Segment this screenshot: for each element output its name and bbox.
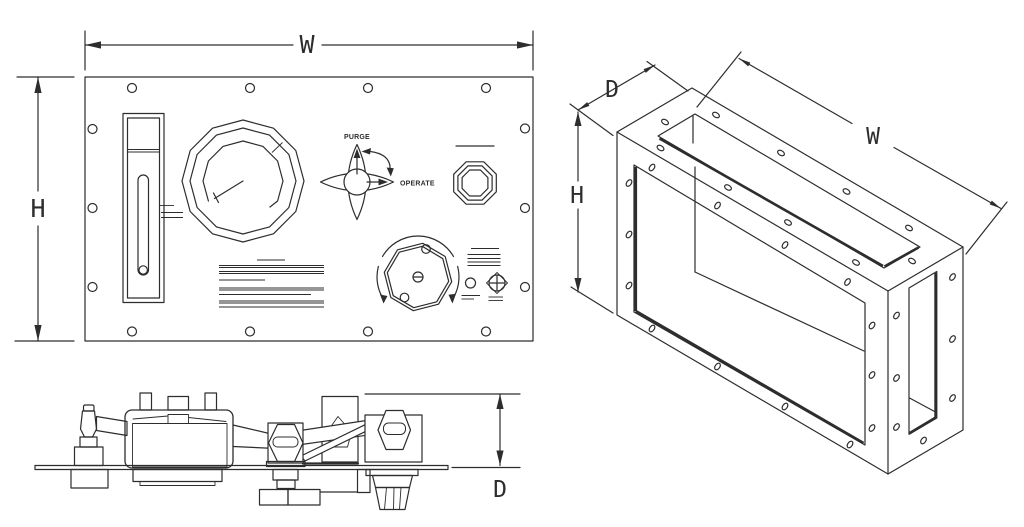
isometric-view: D W H xyxy=(569,51,1008,475)
gauge-scale-arc xyxy=(202,140,284,208)
top-slot-opening xyxy=(657,113,921,269)
side-depth-dimension: D xyxy=(364,393,521,503)
arrowhead-down-icon xyxy=(34,325,42,341)
front-height-dimension: H xyxy=(14,76,75,342)
purge-direction-arrow-icon xyxy=(353,148,361,158)
phillips-screw-icon xyxy=(485,271,509,295)
purge-label: PURGE xyxy=(344,134,370,141)
panel-mounting-holes xyxy=(87,82,531,337)
iso-width-label: W xyxy=(866,124,880,150)
iso-height-dimension: H xyxy=(570,111,614,314)
rear-components xyxy=(34,392,449,511)
iso-depth-label: D xyxy=(605,77,619,103)
valve-knob-skirt xyxy=(374,486,411,511)
rotation-arc xyxy=(381,235,455,258)
side-depth-label: D xyxy=(493,477,507,503)
enclosure-body xyxy=(616,87,964,475)
iso-width-dimension: W xyxy=(696,51,1008,255)
flowmeter-float xyxy=(138,265,148,275)
pressure-gauge xyxy=(181,119,305,243)
panel-label-block xyxy=(219,259,324,308)
flowmeter-tube xyxy=(137,174,150,276)
arrowhead-left-icon xyxy=(85,41,101,49)
panel-legend-block xyxy=(461,248,509,301)
purge-selector-valve: PURGE OPERATE xyxy=(319,134,435,221)
gauge-needle xyxy=(213,180,244,200)
operate-direction-arrow-icon xyxy=(378,178,388,186)
metering-valve-knob xyxy=(376,235,460,312)
front-width-dimension: W xyxy=(84,30,534,71)
hose-barb-fitting xyxy=(79,410,98,438)
panel-plate-edge xyxy=(34,464,449,471)
front-view: W H xyxy=(14,30,534,342)
flange-holes xyxy=(625,111,956,449)
front-opening xyxy=(633,164,866,446)
front-height-label: H xyxy=(30,194,45,223)
arrowhead-right-icon xyxy=(517,41,533,49)
selector-handle-horizontal xyxy=(319,172,395,192)
arrowhead-up-icon xyxy=(34,77,42,93)
flowmeter xyxy=(122,112,183,304)
side-view: D xyxy=(34,392,521,511)
front-width-label: W xyxy=(299,30,315,59)
iso-height-label: H xyxy=(570,183,584,209)
tube-hex-nut xyxy=(377,409,412,451)
valve-knob-stem xyxy=(371,474,414,489)
selector-handle-vertical xyxy=(347,143,367,221)
iso-depth-dimension: D xyxy=(569,60,689,137)
operate-label: OPERATE xyxy=(400,181,435,188)
pilot-hole xyxy=(464,277,477,289)
small-knob xyxy=(453,145,497,205)
end-opening xyxy=(908,270,938,435)
